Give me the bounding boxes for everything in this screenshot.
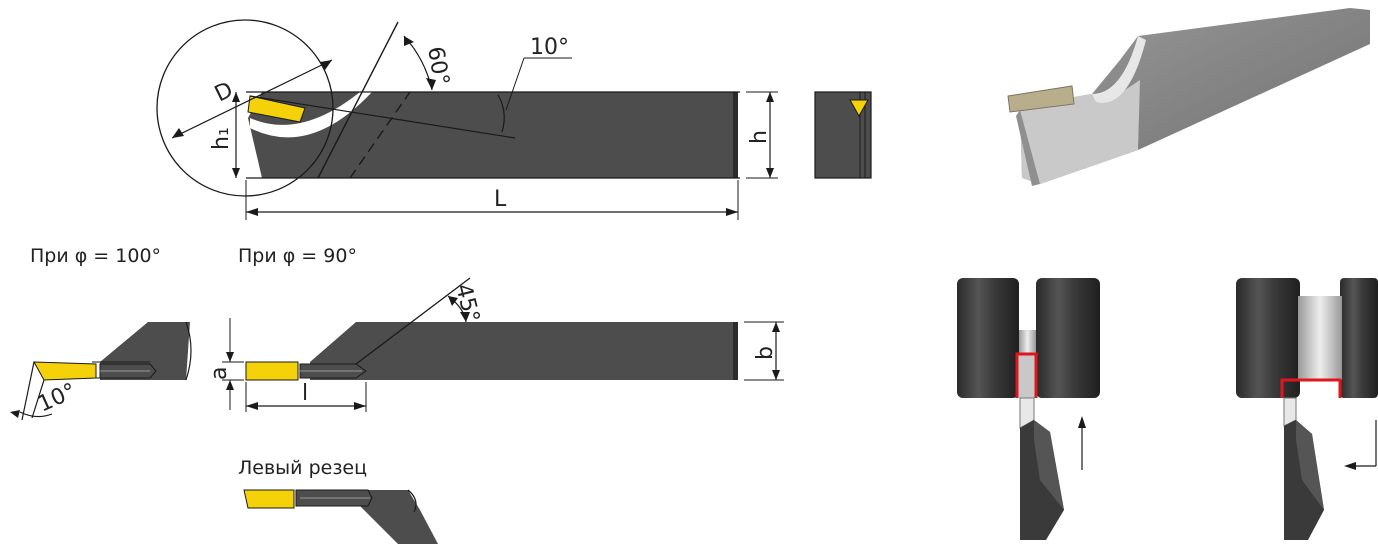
label-angle-10-left: 10° bbox=[34, 379, 80, 418]
label-h: h bbox=[747, 130, 772, 144]
label-h1: h₁ bbox=[209, 127, 234, 150]
label-angle-60: 60° bbox=[422, 45, 453, 88]
diameter-circle bbox=[156, 19, 334, 197]
label-a: a bbox=[207, 367, 232, 380]
carbide-insert-left bbox=[243, 489, 295, 509]
caption-left-tool: Левый резец bbox=[238, 457, 367, 479]
grooving-illustration-2 bbox=[1236, 278, 1378, 540]
tool-phi100-view: 10° bbox=[10, 321, 192, 421]
grooving-illustration-1 bbox=[957, 278, 1100, 540]
tool-phi90-view: 45° b a l bbox=[207, 277, 784, 412]
top-tool-view: D h₁ h L 60° 10° bbox=[156, 19, 778, 220]
carbide-insert-phi100 bbox=[33, 361, 97, 381]
left-tool-view bbox=[243, 489, 438, 544]
label-D: D bbox=[211, 78, 237, 108]
label-b: b bbox=[753, 346, 778, 360]
label-angle-10-top: 10° bbox=[530, 35, 569, 60]
carbide-insert-phi90 bbox=[245, 361, 299, 381]
caption-phi-100: При φ = 100° bbox=[30, 245, 161, 267]
caption-phi-90: При φ = 90° bbox=[238, 245, 357, 267]
tool-3d-render bbox=[1007, 8, 1370, 186]
carbide-insert-top bbox=[247, 95, 306, 123]
label-angle-45: 45° bbox=[450, 281, 484, 325]
label-L: L bbox=[494, 187, 507, 212]
label-l: l bbox=[302, 381, 308, 406]
tool-end-view bbox=[814, 91, 872, 179]
